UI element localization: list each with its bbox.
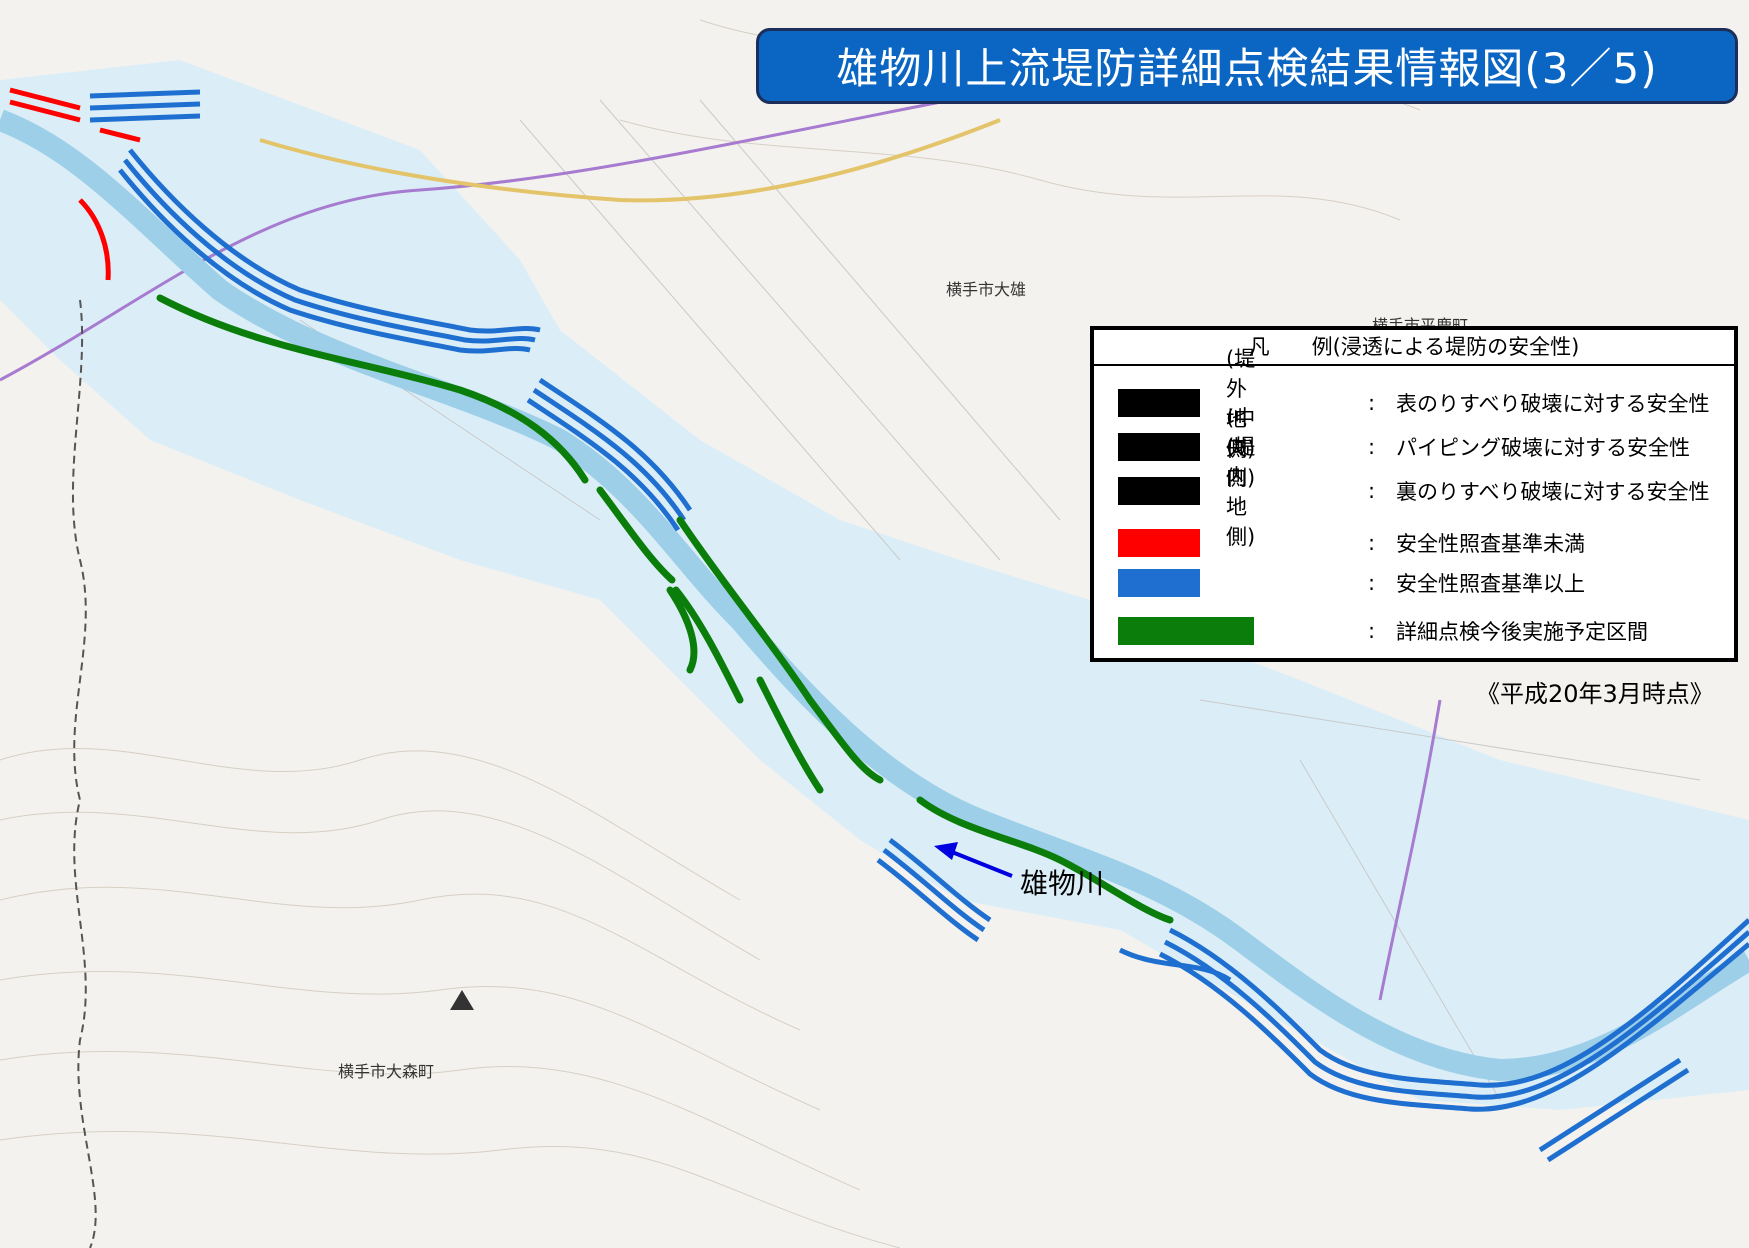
place-label-ogachi: 横手市大雄 — [946, 280, 1027, 299]
legend-item-piping: (中央側) : パイピング破壊に対する安全性 — [1118, 406, 1690, 490]
legend: 凡 例(浸透による堤防の安全性) (堤外地側) : 表のりすべり破壊に対する安全… — [1090, 326, 1738, 662]
legend-swatch — [1118, 617, 1254, 645]
legend-item-unsafe: : 安全性照査基準未満 — [1118, 528, 1585, 558]
legend-swatch — [1118, 433, 1200, 461]
river-label: 雄物川 — [1020, 867, 1105, 900]
legend-header: 凡 例(浸透による堤防の安全性) — [1094, 330, 1734, 366]
legend-item-outer-slope: (堤外地側) : 表のりすべり破壊に対する安全性 — [1118, 347, 1710, 461]
legend-swatch — [1118, 477, 1200, 505]
legend-item-safe: : 安全性照査基準以上 — [1118, 568, 1585, 598]
legend-swatch — [1118, 569, 1200, 597]
place-label-omori: 横手市大森町 — [338, 1062, 435, 1081]
map-title: 雄物川上流堤防詳細点検結果情報図(3／5) — [756, 28, 1738, 104]
legend-item-planned: : 詳細点検今後実施予定区間 — [1118, 616, 1648, 646]
legend-swatch — [1118, 389, 1200, 417]
legend-item-inner-slope: (堤内地側) : 裏のりすべり破壊に対する安全性 — [1118, 435, 1710, 549]
as-of-date: 《平成20年3月時点》 — [1476, 680, 1714, 708]
legend-swatch — [1118, 529, 1200, 557]
